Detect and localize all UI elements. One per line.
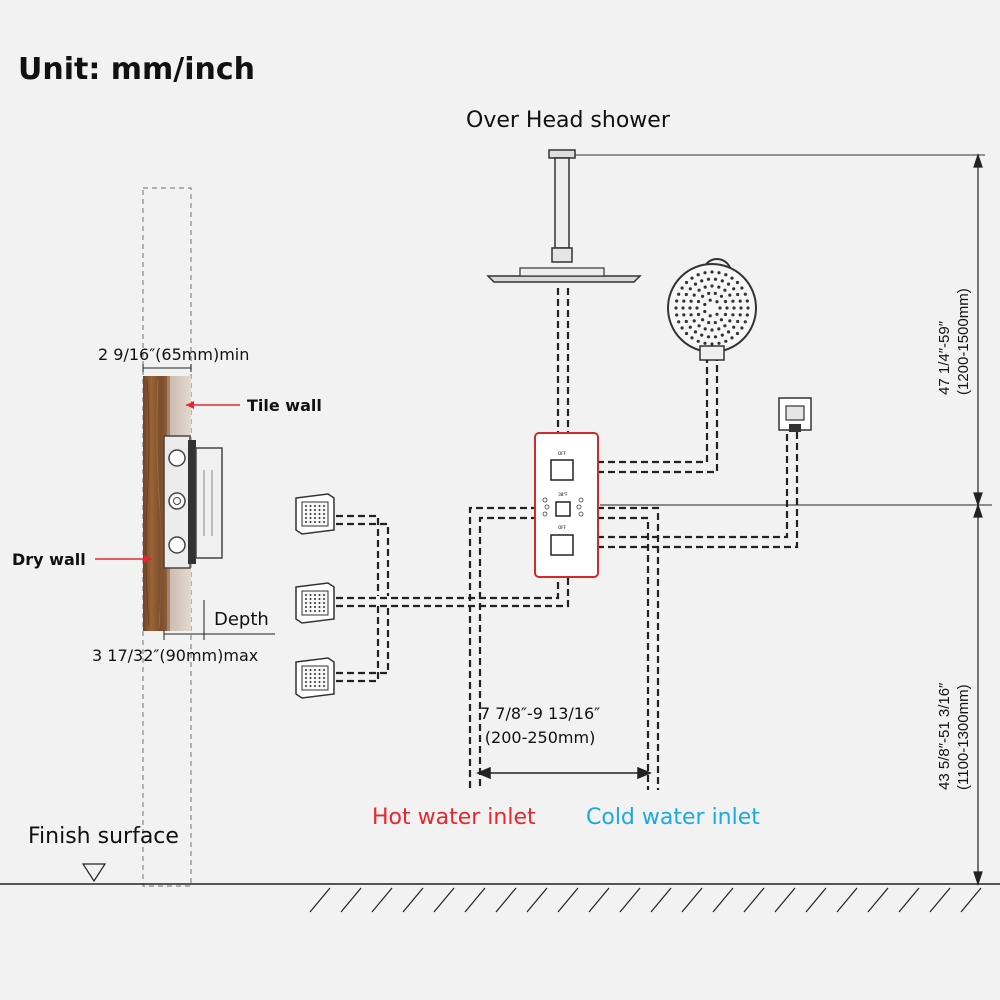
- inlet-spacing-label: 7 7/8″-9 13/16″ (200-250mm): [480, 702, 600, 750]
- overhead-shower-label: Over Head shower: [466, 108, 670, 133]
- body-jets: [295, 493, 335, 699]
- finish-surface-label: Finish surface: [28, 824, 179, 849]
- inlet-spacing-mm: (200-250mm): [484, 728, 596, 747]
- lower-height-label: 43 5/8″-51 3/16″ (1100-1300mm): [935, 683, 973, 790]
- depth-max-dimension: [163, 600, 275, 640]
- valve-temp-label: 38°F: [558, 492, 568, 497]
- dry-wall-pointer: [95, 555, 152, 563]
- overhead-shower: [486, 149, 642, 283]
- depth-max-label: 3 17/32″(90mm)max: [92, 646, 259, 665]
- finish-surface-marker: [81, 863, 107, 883]
- hand-shower: [667, 258, 757, 361]
- inlet-spacing-inches: 7 7/8″-9 13/16″: [480, 704, 601, 723]
- cold-inlet-label: Cold water inlet: [586, 805, 760, 830]
- valve-bottom-label: OFF: [558, 525, 566, 530]
- upper-height-label: 47 1/4″-59″ (1200-1500mm): [935, 288, 973, 395]
- tile-wall-label: Tile wall: [247, 396, 322, 415]
- in-wall-valve-body: [163, 435, 223, 569]
- inlet-spacing-dimension: [476, 766, 652, 780]
- valve-top-label: OFF: [558, 451, 566, 456]
- floor-hatching: [309, 887, 982, 913]
- hot-inlet-label: Hot water inlet: [372, 805, 536, 830]
- dry-wall-label: Dry wall: [12, 550, 86, 569]
- wall-outlet: [778, 397, 812, 432]
- depth-min-dimension: [142, 364, 192, 372]
- upper-height-inches: 47 1/4″-59″: [936, 320, 953, 395]
- depth-min-label: 2 9/16″(65mm)min: [98, 345, 250, 364]
- upper-height-mm: (1200-1500mm): [955, 288, 972, 395]
- thermostatic-valve-panel: OFF 38°F OFF: [534, 432, 599, 578]
- lower-height-mm: (1100-1300mm): [955, 684, 972, 790]
- unit-title: Unit: mm/inch: [18, 52, 256, 87]
- pipe-network: [336, 288, 799, 790]
- depth-label: Depth: [214, 609, 269, 630]
- lower-height-inches: 43 5/8″-51 3/16″: [936, 682, 953, 790]
- tile-wall-pointer: [186, 401, 240, 409]
- height-dimension: [600, 153, 992, 886]
